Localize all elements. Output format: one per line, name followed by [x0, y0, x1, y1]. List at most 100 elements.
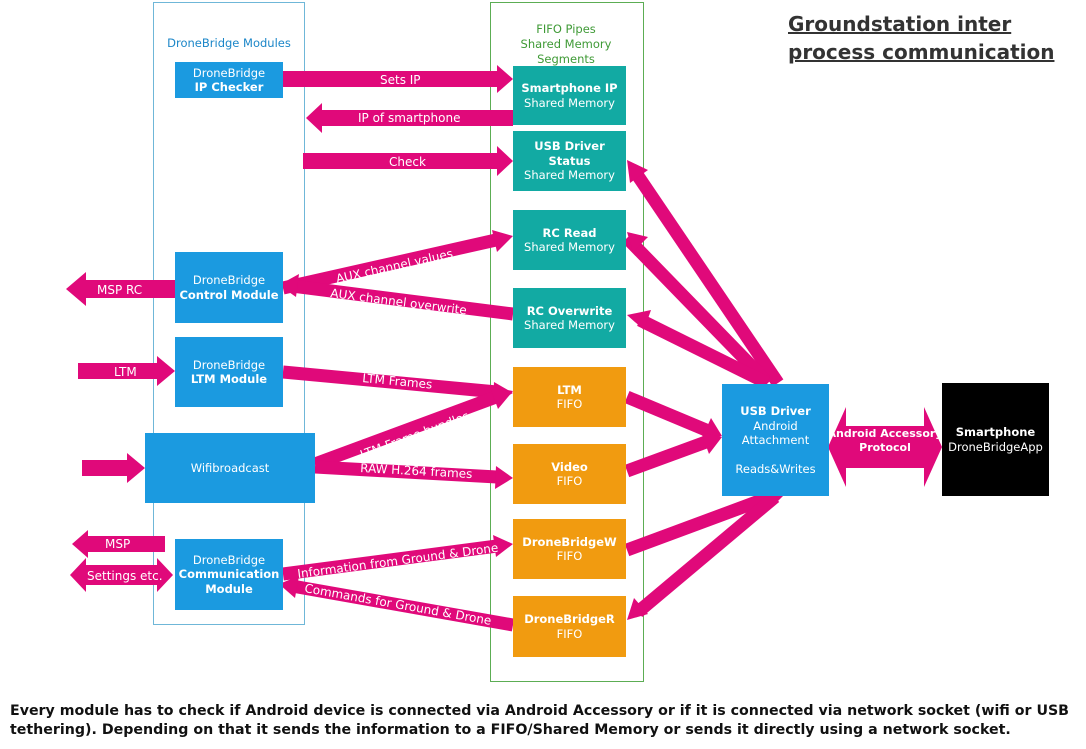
- communication-module: DroneBridge Communication Module: [175, 539, 283, 610]
- usb-driver-line1: USB Driver: [740, 404, 811, 418]
- arrow-ltm-bundles-shaft: [312, 390, 499, 471]
- arrow-accessory-protocol: [828, 407, 942, 487]
- control-module-line1: DroneBridge: [192, 273, 266, 287]
- arrow-info-shaft: [282, 539, 498, 581]
- rc-read-line1: RC Read: [542, 225, 597, 240]
- smartphone-box: Smartphone DroneBridgeApp: [942, 383, 1049, 496]
- label-raw-h264: RAW H.264 frames: [360, 461, 473, 481]
- communication-module-line3: Module: [205, 581, 253, 596]
- usb-driver-line4: Reads&Writes: [735, 461, 816, 476]
- arrow-aux-overwrite-shaft: [291, 279, 514, 321]
- dbr-line2: FIFO: [556, 626, 583, 641]
- dronebridger-fifo: DroneBridgeR FIFO: [513, 596, 626, 657]
- dbw-line1: DroneBridgeW: [522, 534, 617, 549]
- label-ltm-frames: LTM Frames: [362, 371, 433, 392]
- communication-module-line1: DroneBridge: [192, 552, 266, 567]
- arrow-aux-values-head: [492, 230, 513, 252]
- arrow-info-head: [493, 535, 513, 557]
- arrow-video-usb-shaft: [624, 435, 709, 478]
- label-ip-of-smartphone: IP of smartphone: [358, 111, 460, 125]
- label-accessory-line1: Android Accessory: [828, 427, 943, 440]
- arrow-sets-ip: [283, 65, 513, 93]
- rc-overwrite-shm: RC Overwrite Shared Memory: [513, 288, 626, 348]
- arrow-wifibroadcast-input: [82, 453, 145, 483]
- arrow-commands-head: [279, 576, 299, 598]
- ltm-module-line2: LTM Module: [190, 372, 268, 386]
- arrow-ltm-bundles-head: [490, 387, 513, 409]
- video-fifo-line2: FIFO: [556, 474, 583, 488]
- usb-driver-status-shm: USB Driver Status Shared Memory: [513, 131, 626, 191]
- arrow-commands-shaft: [290, 579, 515, 632]
- fifo-frame-label-line2: Shared Memory Segments: [520, 37, 612, 66]
- ltm-fifo-line2: FIFO: [556, 397, 583, 411]
- arrow-ltm-usb-shaft: [624, 391, 709, 436]
- smartphone-line2: DroneBridgeApp: [948, 439, 1043, 454]
- arrow-settings: [70, 558, 173, 592]
- usb-driver-box: USB Driver Android Attachment Reads&Writ…: [722, 384, 829, 496]
- label-sets-ip: Sets IP: [380, 73, 421, 87]
- rc-overwrite-line1: RC Overwrite: [526, 303, 613, 318]
- usb-status-line2: Shared Memory: [524, 168, 615, 183]
- smartphone-ip-shm: Smartphone IP Shared Memory: [513, 66, 626, 125]
- arrow-usb-status-head: [627, 160, 648, 183]
- arrow-aux-values-shaft: [281, 233, 498, 295]
- rc-read-line2: Shared Memory: [524, 240, 615, 254]
- arrow-dbr-head: [627, 598, 648, 620]
- label-msp: MSP: [105, 537, 130, 551]
- arrow-rc-read-head: [627, 232, 648, 252]
- fifo-frame-label: FIFO Pipes Shared Memory Segments: [490, 22, 642, 67]
- label-info: Information from Ground & Drone: [297, 541, 499, 581]
- ip-checker-line1: DroneBridge: [192, 65, 266, 80]
- usb-driver-line3: Attachment: [741, 433, 810, 447]
- label-settings: Settings etc.: [87, 569, 163, 583]
- video-fifo: Video FIFO: [513, 444, 626, 504]
- arrow-msp: [72, 530, 165, 558]
- smartphone-line1: Smartphone: [955, 425, 1036, 439]
- arrow-check: [303, 146, 513, 176]
- diagram-title: Groundstation inter process communicatio…: [788, 12, 1055, 64]
- dronebridgew-fifo: DroneBridgeW FIFO: [513, 519, 626, 579]
- label-aux-overwrite: AUX channel overwrite: [330, 286, 468, 317]
- rc-overwrite-line2: Shared Memory: [524, 318, 615, 332]
- arrow-rc-read-shaft: [622, 233, 773, 388]
- label-commands: Commands for Ground & Drone: [303, 581, 492, 628]
- arrow-dbr-shaft: [633, 492, 780, 617]
- arrow-ltm-in: [78, 356, 175, 386]
- dbr-line1: DroneBridgeR: [524, 612, 615, 626]
- label-ltm-in: LTM: [114, 365, 137, 379]
- ltm-fifo: LTM FIFO: [513, 367, 626, 427]
- smartphone-ip-line2: Shared Memory: [524, 95, 615, 110]
- arrow-rc-overwrite-head: [627, 310, 651, 330]
- fifo-frame: [490, 2, 644, 682]
- ip-checker-module: DroneBridge IP Checker: [175, 62, 283, 98]
- control-module-line2: Control Module: [179, 287, 279, 302]
- modules-frame-label: DroneBridge Modules: [167, 36, 291, 50]
- communication-module-line2: Communication: [178, 567, 280, 582]
- dbw-line2: FIFO: [556, 549, 583, 563]
- label-accessory-line2: Protocol: [859, 441, 911, 454]
- arrow-usb-status-shaft: [632, 172, 784, 387]
- wifibroadcast-module: Wifibroadcast: [145, 433, 315, 503]
- ltm-module-line1: DroneBridge: [192, 357, 266, 372]
- arrow-video-usb-head: [701, 432, 722, 454]
- label-check: Check: [389, 155, 426, 169]
- ltm-fifo-line1: LTM: [557, 382, 582, 397]
- arrow-ltm-frames-shaft: [282, 365, 498, 399]
- arrow-raw-h264-shaft: [314, 460, 498, 484]
- control-module: DroneBridge Control Module: [175, 252, 283, 323]
- wifibroadcast-label: Wifibroadcast: [190, 460, 270, 475]
- fifo-frame-label-line1: FIFO Pipes: [536, 22, 596, 36]
- usb-status-line1: USB Driver Status: [534, 139, 605, 168]
- smartphone-ip-line1: Smartphone IP: [521, 81, 618, 95]
- label-msp-rc: MSP RC: [97, 283, 142, 297]
- ip-checker-line2: IP Checker: [194, 80, 264, 94]
- video-fifo-line1: Video: [551, 459, 588, 474]
- arrow-raw-h264-head: [495, 466, 513, 489]
- usb-driver-line2: Android: [753, 418, 798, 433]
- arrow-rc-overwrite-shaft: [637, 314, 770, 389]
- arrow-aux-overwrite-head: [279, 274, 299, 297]
- ltm-module: DroneBridge LTM Module: [175, 337, 283, 407]
- footer-note: Every module has to check if Android dev…: [10, 703, 1069, 738]
- rc-read-shm: RC Read Shared Memory: [513, 210, 626, 270]
